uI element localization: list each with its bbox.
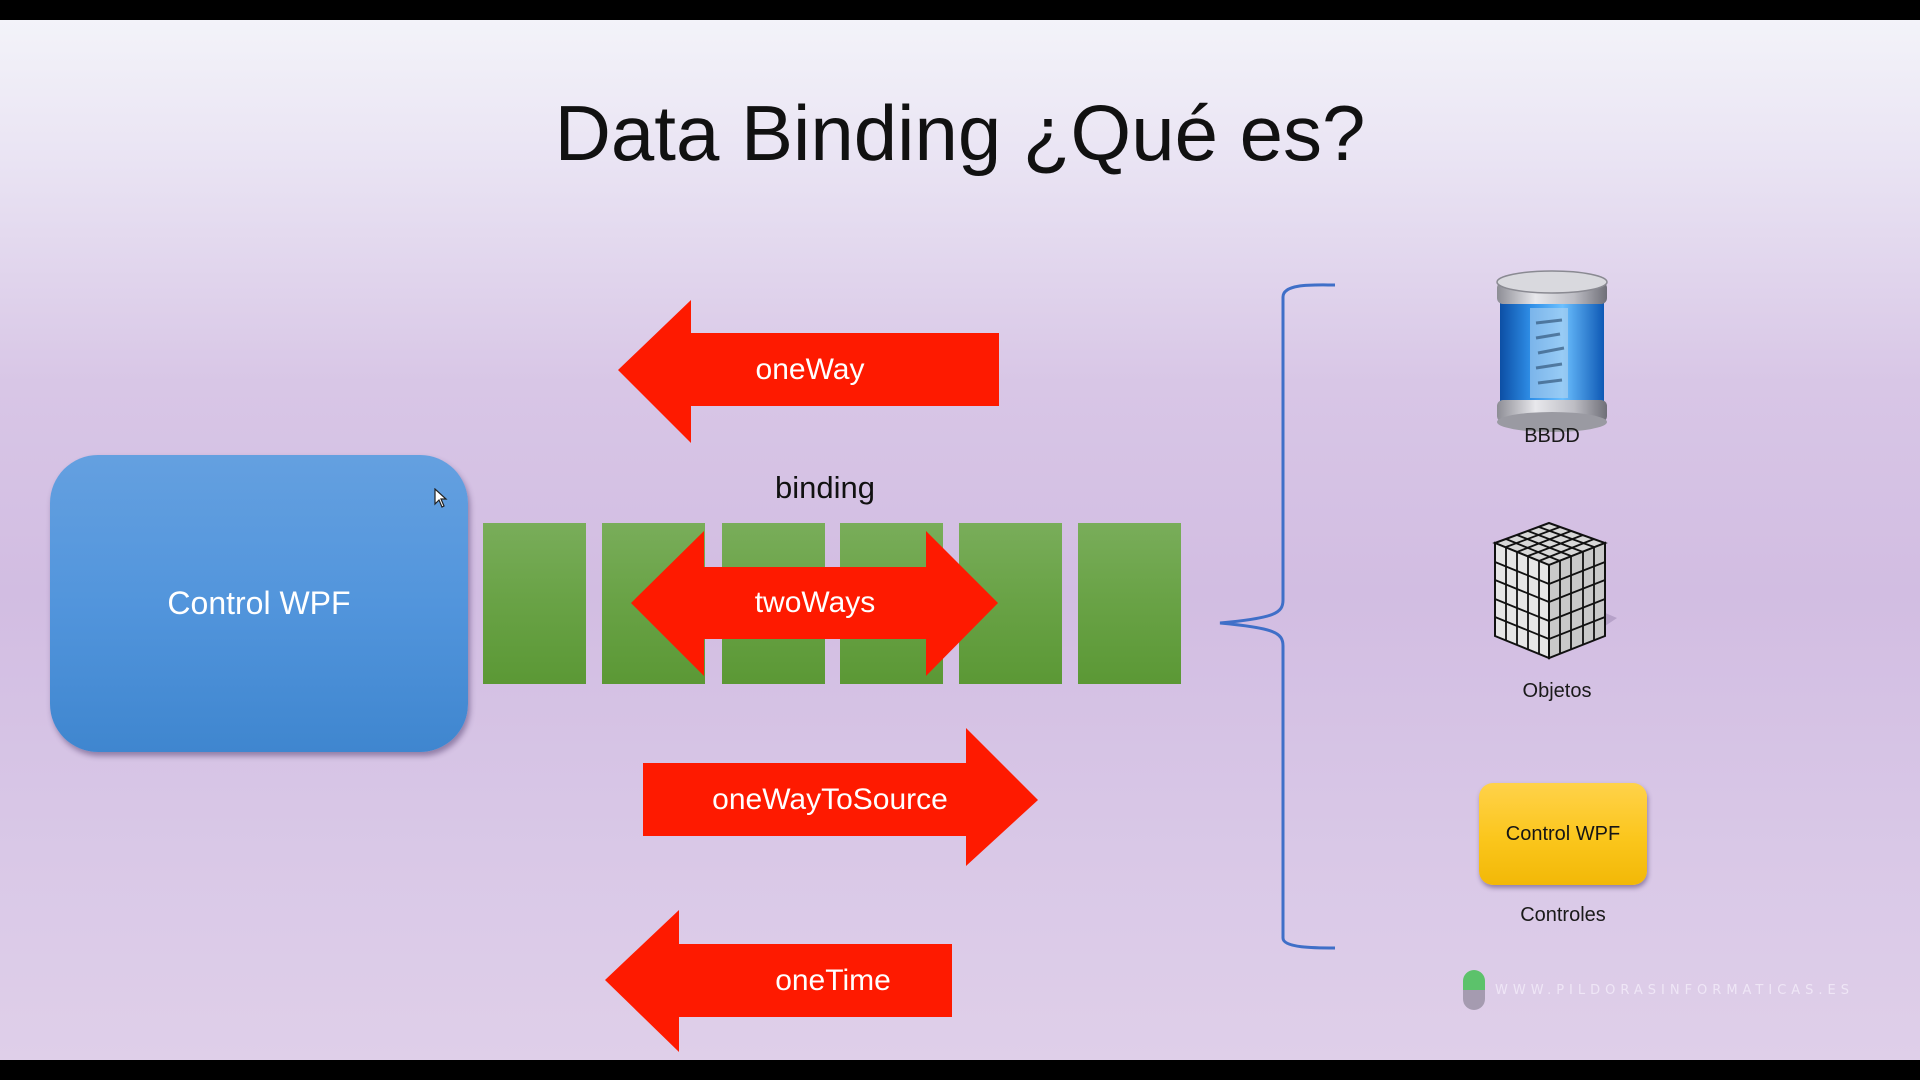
binding-block	[1078, 523, 1181, 684]
target-control-box: Control WPF	[50, 455, 468, 752]
source-label-objetos: Objetos	[1522, 680, 1592, 702]
grid-cube-icon	[1492, 521, 1617, 660]
arrows-layer	[605, 300, 1038, 1052]
binding-label: binding	[775, 470, 875, 505]
onetime-label: oneTime	[775, 964, 891, 997]
twoways-label: twoWays	[754, 586, 876, 619]
source-label-bbdd: BBDD	[1524, 425, 1580, 447]
watermark: WWW.PILDORASINFORMATICAS.ES	[1463, 970, 1854, 1010]
control-wpf-source-box: Control WPF	[1479, 783, 1647, 885]
twoways-arrow	[631, 531, 998, 676]
curly-brace-icon	[1219, 283, 1336, 950]
database-icon	[1496, 270, 1608, 432]
slide-title: Data Binding ¿Qué es?	[554, 89, 1366, 177]
onewaytosource-label: oneWayToSource	[712, 783, 948, 816]
slide: Data Binding ¿Qué es? Control WPF bindin…	[0, 20, 1920, 1060]
oneway-label: oneWay	[755, 353, 865, 386]
pill-logo-icon	[1463, 970, 1485, 1010]
source-label-controles: Controles	[1520, 904, 1606, 926]
control-wpf-source-label: Control WPF	[1505, 822, 1621, 845]
oneway-arrow	[618, 300, 999, 443]
onetime-arrow	[605, 910, 952, 1052]
onewaytosource-arrow	[643, 728, 1038, 866]
watermark-text: WWW.PILDORASINFORMATICAS.ES	[1495, 982, 1855, 998]
mouse-cursor-icon	[434, 488, 448, 508]
target-control-label: Control WPF	[167, 585, 351, 621]
binding-block	[483, 523, 586, 684]
